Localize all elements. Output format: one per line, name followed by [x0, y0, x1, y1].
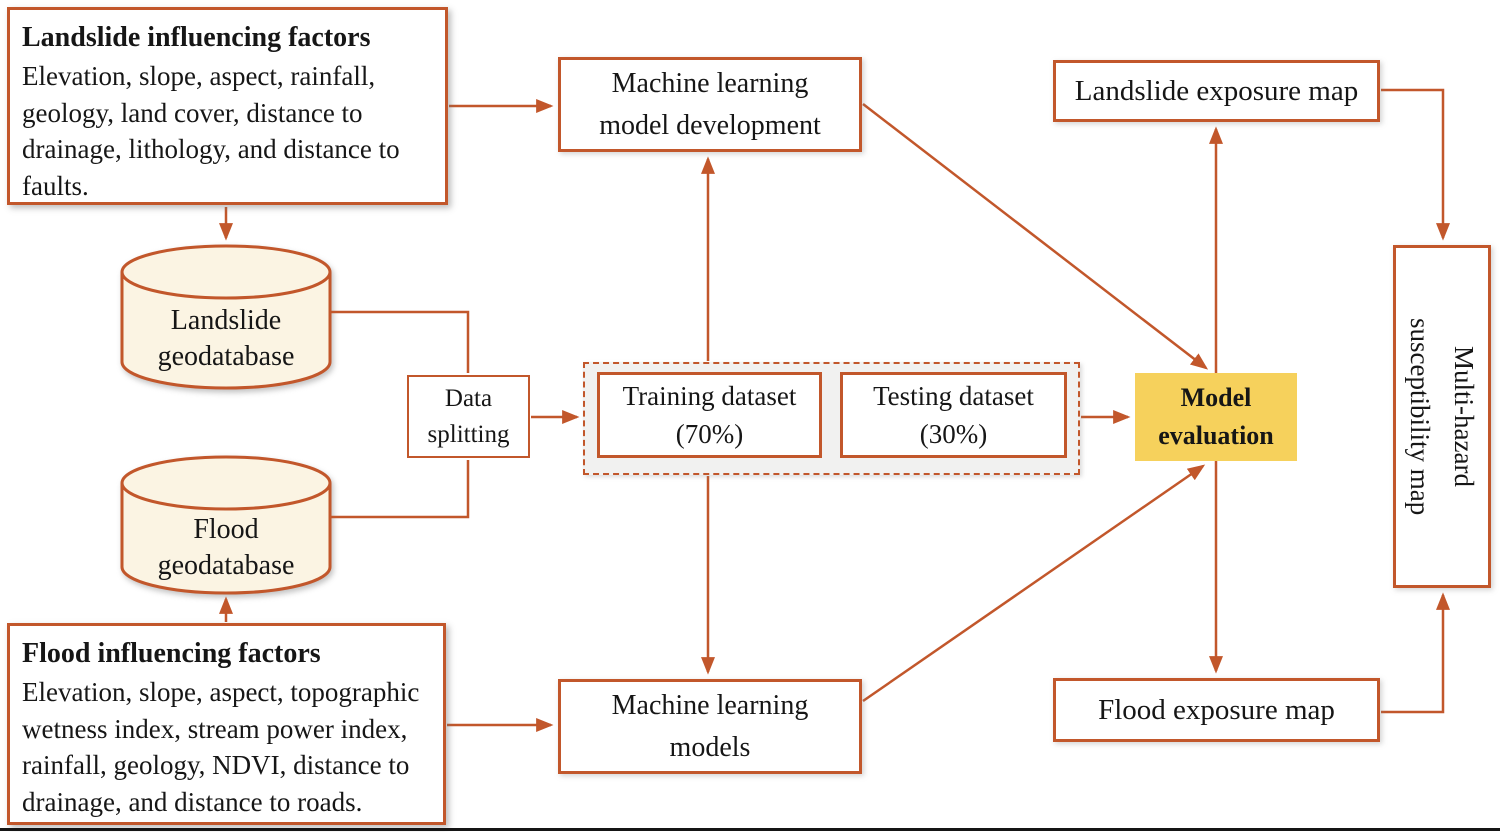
ml-model-development-box: Machine learning model development	[558, 57, 862, 152]
figure-bottom-rule	[0, 828, 1500, 831]
connector-flood-exposure-to-multihazard	[1381, 592, 1450, 714]
ml-models-line1: Machine learning	[611, 689, 809, 721]
landslide-exposure-map-label: Landslide exposure map	[1074, 74, 1359, 107]
data-splitting-label: Data splitting	[427, 384, 510, 448]
landslide-geodatabase-label: Landslide geodatabase	[122, 296, 330, 382]
flood-influencing-factors-box: Flood influencing factors Elevation, slo…	[7, 623, 446, 825]
landslide-geodatabase-cylinder-body	[120, 272, 332, 390]
testing-dataset-line2: (30%)	[919, 419, 988, 449]
training-dataset-line2: (70%)	[675, 419, 744, 449]
landslide-factors-title: Landslide influencing factors	[22, 22, 371, 53]
multi-hazard-line1: Multi-hazard	[1449, 346, 1479, 487]
flood-geodatabase-cylinder-body	[120, 483, 332, 595]
multi-hazard-susceptibility-map-box: Multi-hazard susceptibility map	[1393, 245, 1491, 588]
flood-geodatabase-line1: Flood	[193, 514, 259, 545]
training-dataset-line1: Training dataset	[622, 381, 797, 411]
landslide-geodatabase-line2: geodatabase	[157, 341, 295, 372]
arrow-ml-development-to-model-evaluation	[862, 103, 1209, 370]
flood-geodatabase-label: Flood geodatabase	[122, 506, 330, 590]
connector-flood-geodatabase-to-data-splitting	[331, 460, 470, 519]
multi-hazard-label: Multi-hazard susceptibility map	[1398, 318, 1486, 515]
landslide-influencing-factors-box: Landslide influencing factors Elevation,…	[7, 7, 448, 205]
landslide-factors-body: Elevation, slope, aspect, rainfall, geol…	[22, 61, 400, 201]
flood-exposure-map-label: Flood exposure map	[1098, 693, 1335, 726]
testing-dataset-box: Testing dataset (30%)	[840, 372, 1067, 458]
model-evaluation-line2: evaluation	[1158, 421, 1274, 450]
model-evaluation-box: Model evaluation	[1135, 373, 1297, 461]
ml-models-box: Machine learning models	[558, 679, 862, 774]
connector-landslide-exposure-to-multihazard	[1381, 88, 1450, 241]
flood-geodatabase-line2: geodatabase	[157, 550, 295, 581]
flood-geodatabase-cylinder-top	[120, 455, 332, 511]
ml-models-line2: models	[669, 731, 751, 763]
landslide-geodatabase-line1: Landslide	[170, 305, 282, 336]
arrow-ml-models-to-model-evaluation	[862, 464, 1206, 703]
multi-hazard-line2: susceptibility map	[1405, 317, 1435, 516]
data-splitting-box: Data splitting	[407, 375, 530, 458]
flood-exposure-map-box: Flood exposure map	[1053, 678, 1380, 742]
flood-factors-title: Flood influencing factors	[22, 638, 321, 669]
ml-model-development-line1: Machine learning	[611, 67, 809, 99]
training-dataset-box: Training dataset (70%)	[597, 372, 822, 458]
testing-dataset-line1: Testing dataset	[873, 381, 1034, 411]
ml-model-development-line2: model development	[599, 109, 821, 141]
model-evaluation-line1: Model	[1180, 383, 1252, 412]
flood-factors-body: Elevation, slope, aspect, topographic we…	[22, 677, 420, 817]
landslide-exposure-map-box: Landslide exposure map	[1053, 60, 1380, 122]
connector-landslide-geodatabase-to-data-splitting	[331, 310, 470, 373]
landslide-geodatabase-cylinder-top	[120, 244, 332, 300]
